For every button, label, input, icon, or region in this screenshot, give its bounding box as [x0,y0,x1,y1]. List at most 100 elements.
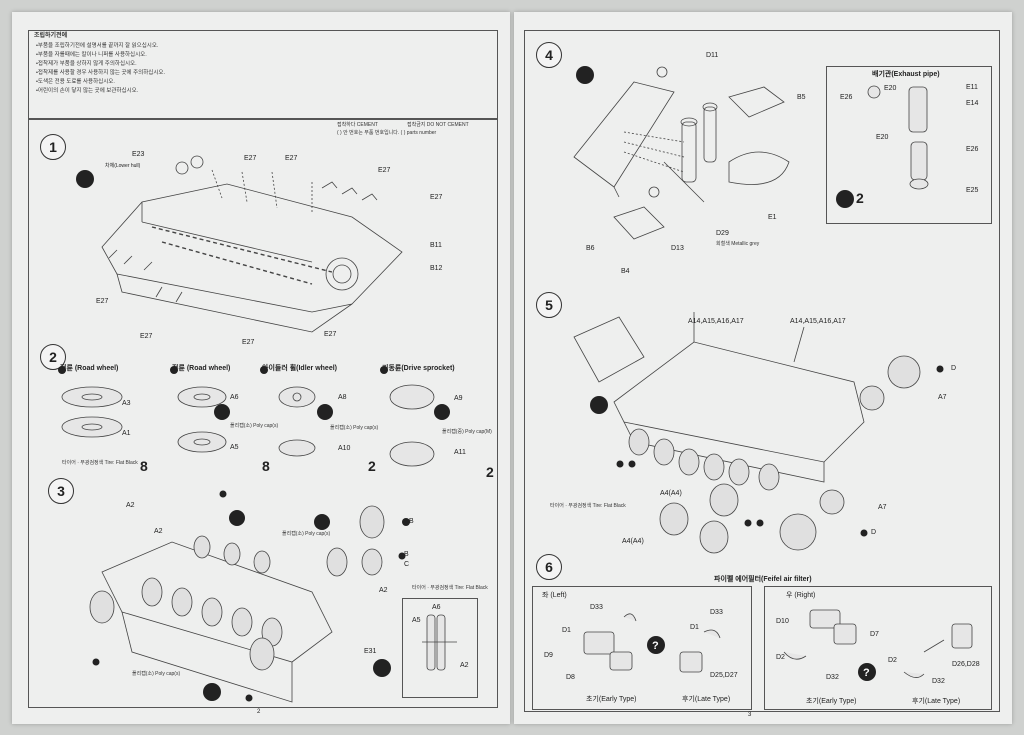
lower-hull-label: 차체(Lower hull) [105,163,141,169]
svg-text:?: ? [652,640,659,652]
steps-frame [28,118,498,708]
exhaust-drawing [867,85,929,190]
step-4-number: 4 [536,42,562,68]
label-a6: A6 [230,394,239,401]
svg-text:?: ? [863,667,870,679]
notes-title: 조립하기전에 [34,33,68,39]
label-b6: B6 [586,245,595,252]
label-d13: D13 [671,245,684,252]
right-label-d2-b: D2 [888,657,897,664]
step-3-number: 3 [48,478,74,504]
detail-a5: A5 [412,617,421,624]
notes-box [28,30,498,120]
right-label-d26: D26,D28 [952,661,980,668]
detail-a6: A6 [432,604,441,611]
right-label-d7: D7 [870,631,879,638]
left-label-d1-a: D1 [562,627,571,634]
step-2-drawing [58,366,450,467]
road-wheel-a-title: 전륜 (Road wheel) [60,365,119,372]
polycap-b: 폴리캡(소) Poly cap(s) [230,423,279,429]
cement-icon-step5 [590,396,608,414]
label-a9: A9 [454,395,463,402]
cement-icon-step4 [576,66,594,84]
note-3: •접착제가 부품을 상하지 않게 주의하십시오. [36,61,137,67]
label-e27-f: E27 [140,333,153,340]
label-a1: A1 [122,430,131,437]
tire-note-a: 타이어 · 무광검정색 Tire: Flat Black [62,460,138,466]
right-label-d32-a: D32 [826,674,839,681]
label-e27-e: E27 [96,298,109,305]
label-b5: B5 [797,94,806,101]
step-3-detail-box [402,598,478,698]
left-label-d33-a: D33 [590,604,603,611]
idler-title: 아이들러 휠(Idler wheel) [262,365,337,372]
label-b11: B11 [430,242,442,249]
label-b4: B4 [621,268,630,275]
label-d29: D29 [716,230,729,237]
step6-title: 파이펠 에어필터(Feifel air filter) [714,576,812,583]
left-late: 후기(Late Type) [682,696,731,703]
label-step3-c: C [404,561,410,568]
exhaust-qty: 2 [856,190,864,206]
note-5: •도색은 전용 도료를 사용하십시오. [36,79,115,85]
right-filter-box [764,586,992,710]
exhaust-e11: E11 [966,84,978,91]
step5-label-a7-a: A7 [938,394,947,401]
label-a5: A5 [230,444,239,451]
metallic-note: 회철색 Metallic grey [716,241,760,247]
left-label-d25: D25,D27 [710,672,738,679]
legend-parts: ( ) 안 번호는 부품 번호입니다. ( ) parts number [337,130,437,136]
step5-label-a4-b: A4(A4) [622,538,644,545]
step-5-drawing [573,312,944,554]
step-3-drawing [89,490,410,703]
left-label-d1-b: D1 [690,624,699,631]
qty-d: 2 [486,464,494,480]
left-filter-title: 좌 (Left) [542,592,567,599]
step5-label-a4-a: A4(A4) [660,490,682,497]
exhaust-e14: E14 [966,100,979,107]
label-step3-a2-b: A2 [154,528,163,535]
step-6-drawing: ?? [583,609,973,681]
left-label-d9: D9 [544,652,553,659]
step5-label-d-a: D [951,365,957,372]
exhaust-title: 배기관(Exhaust pipe) [872,71,940,78]
road-wheel-b-title: 전륜 (Road wheel) [172,365,231,372]
label-a3: A3 [122,400,131,407]
sprocket-title: 기동륜(Drive sprocket) [382,365,455,372]
step-1-drawing [101,155,403,333]
qty-a: 8 [140,458,148,474]
page-number-right: 3 [748,712,752,718]
right-label-d32-b: D32 [932,678,945,685]
label-a10: A10 [338,445,351,452]
polycap-c: 폴리캡(소) Poly cap(s) [330,425,379,431]
exhaust-e25: E25 [966,187,979,194]
right-page: 4 D11 B5 B6 B4 D13 D29 E1 회철색 Metallic g… [514,12,1012,724]
note-1: •부품을 조립하기전에 설명서를 끝까지 잘 읽으십시오. [36,43,159,49]
step5-label-a14-a: A14,A15,A16,A17 [688,318,744,325]
left-page: 조립하기전에 •부품을 조립하기전에 설명서를 끝까지 잘 읽으십시오. •부품… [12,12,510,724]
label-e27-c: E27 [378,167,391,174]
tire-note-step3: 타이어 · 무광검정색 Tire: Flat Black [412,585,488,591]
step-3-detail-drawing [422,614,457,671]
polycap-step3-b: 폴리캡(소) Poly cap(s) [282,531,331,537]
step-1-number: 1 [40,134,66,160]
right-label-d2-a: D2 [776,654,785,661]
step5-label-d-b: D [871,529,877,536]
right-late: 후기(Late Type) [912,698,961,705]
left-label-d8: D8 [566,674,575,681]
polycap-step3: 폴리캡(소) Poly cap(s) [132,671,181,677]
exhaust-e26-b: E26 [966,146,979,153]
right-label-d10: D10 [776,618,789,625]
legend-no-cement: 접착금지 DO NOT CEMENT [407,122,469,128]
pair-icon [836,190,854,208]
qty-c: 2 [368,458,376,474]
note-6: •어린이의 손이 닿지 않는 곳에 보관하십시오. [36,88,139,94]
label-e27-b: E27 [285,155,298,162]
label-e1: E1 [768,214,777,221]
label-step3-e31: E31 [364,648,377,655]
exhaust-e20-a: E20 [884,85,897,92]
label-e27-a: E27 [244,155,257,162]
label-e27-d: E27 [430,194,443,201]
legend-cement: 접착하다 CEMENT [337,122,378,128]
right-frame [524,30,1000,712]
